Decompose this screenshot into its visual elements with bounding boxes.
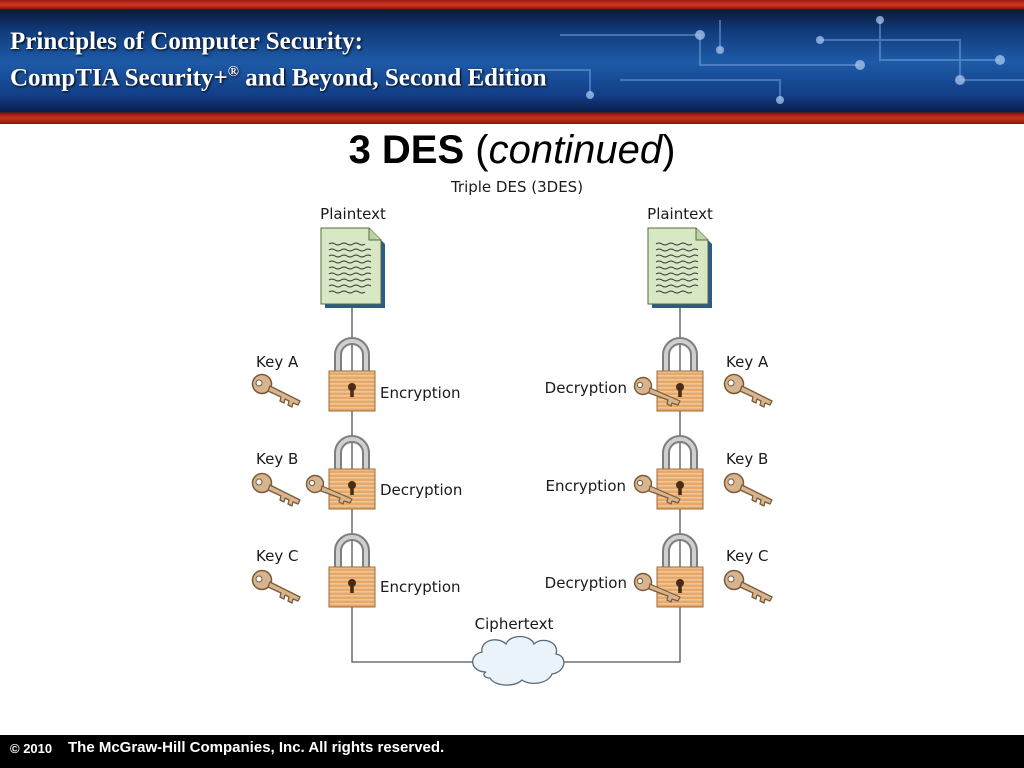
ciphertext-cloud-icon [472, 635, 565, 686]
right-stage-1-key-label: Key A [726, 353, 769, 371]
triple-des-diagram: Triple DES (3DES) Plaintext Plaintext Ke… [251, 178, 773, 686]
right-plaintext-label: Plaintext [647, 205, 713, 223]
left-stage-3-key-icon [251, 569, 301, 604]
course-title-line-2: CompTIA Security+® and Beyond, Second Ed… [10, 64, 547, 92]
left-stage-1-operation-label: Encryption [380, 384, 461, 402]
slide-title-close-paren: ) [662, 128, 676, 172]
ciphertext-label: Ciphertext [475, 615, 554, 633]
course-title-rest: and Beyond, Second Edition [238, 64, 547, 92]
right-stage-2-operation-label: Encryption [545, 477, 626, 495]
slide-header-banner: Principles of Computer Security: CompTIA… [0, 0, 1024, 124]
right-stage-2-key-label: Key B [726, 450, 768, 468]
left-stage-1-key-icon [251, 373, 301, 408]
right-stage-3-operation-label: Decryption [545, 574, 627, 592]
right-plaintext-document-icon [647, 227, 713, 309]
left-stage-3-operation-label: Encryption [380, 578, 461, 596]
course-title-line-1: Principles of Computer Security: [10, 28, 363, 55]
slide-title-open-paren: ( [464, 128, 489, 172]
left-stage-2-key-icon [251, 472, 301, 507]
right-stage-1-operation-label: Decryption [545, 379, 627, 397]
right-stage-3-key-icon [723, 569, 773, 604]
left-stage-3-key-label: Key C [256, 547, 298, 565]
footer-copyright: © 2010 [10, 741, 53, 756]
slide-title-main: 3 DES [348, 128, 465, 172]
slide-title-continued: continued [488, 128, 663, 172]
left-stage-1-key-label: Key A [256, 353, 299, 371]
diagram-caption: Triple DES (3DES) [450, 178, 583, 196]
left-plaintext-document-icon [320, 227, 386, 309]
circuit-board-decoration [500, 16, 1024, 104]
slide-footer: © 2010 The McGraw-Hill Companies, Inc. A… [0, 735, 1024, 768]
right-stage-2-key-icon [723, 472, 773, 507]
left-stage-2-operation-label: Decryption [380, 481, 462, 499]
right-stage-1-key-icon [723, 373, 773, 408]
footer-company-notice: The McGraw-Hill Companies, Inc. All righ… [68, 739, 445, 756]
slide-title: 3 DES (continued) [0, 128, 1024, 173]
flow-connector-lines [351, 306, 681, 663]
left-plaintext-label: Plaintext [320, 205, 386, 223]
left-stage-2-key-label: Key B [256, 450, 298, 468]
course-title-main: CompTIA Security+ [10, 64, 228, 92]
registered-mark: ® [227, 64, 239, 80]
right-stage-3-key-label: Key C [726, 547, 768, 565]
